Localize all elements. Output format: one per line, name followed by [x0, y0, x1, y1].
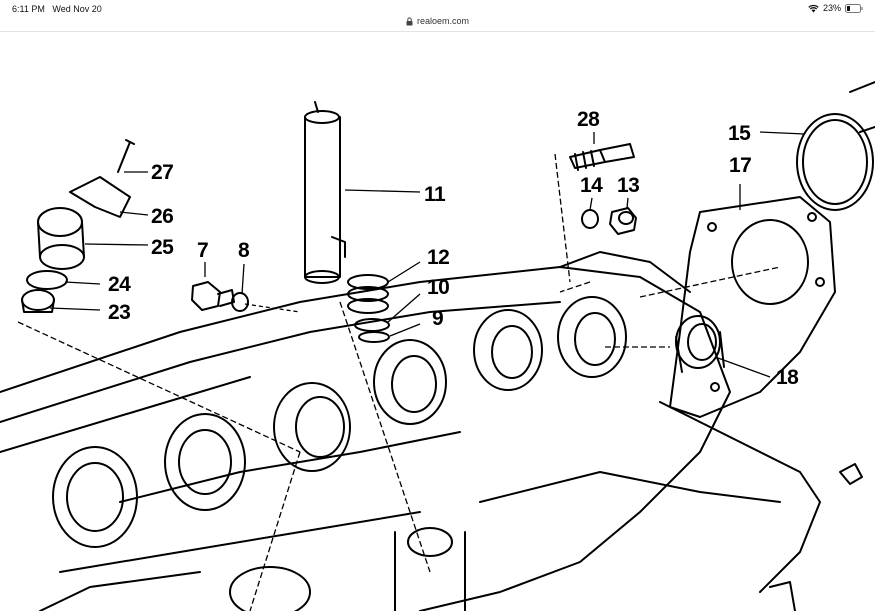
- callout-13[interactable]: 13: [617, 174, 640, 197]
- status-indicators: 23%: [808, 3, 863, 13]
- sensor-assembly: [21, 139, 135, 313]
- callout-27[interactable]: 27: [151, 161, 174, 184]
- stud-28: [569, 143, 635, 171]
- clock-time: 6:11 PM: [12, 4, 45, 14]
- washer-9: [358, 331, 390, 343]
- status-bar: 6:11 PM Wed Nov 20 23%: [0, 0, 875, 17]
- cylinder-head-drawing: [0, 81, 875, 611]
- valve-seat-1: [52, 446, 138, 548]
- seal-18: [675, 315, 725, 373]
- washer-8: [231, 292, 249, 312]
- valve-seat-5: [473, 309, 543, 391]
- washer-10: [354, 318, 390, 332]
- callout-26[interactable]: 26: [151, 205, 174, 228]
- toolbar-divider: [0, 31, 875, 32]
- bolt-7: [191, 281, 235, 311]
- nut-13: [609, 207, 637, 235]
- valve-seat-3: [273, 382, 351, 472]
- cylinder-head-outline: [0, 266, 731, 611]
- callout-14[interactable]: 14: [580, 174, 603, 197]
- valve-seat-4: [373, 339, 447, 425]
- parts-diagram: 27 26 25 24 23 7 8 11 12 10 9 28 14 13 1…: [0, 32, 875, 611]
- battery-icon: [845, 3, 863, 13]
- gasket-17-outline: [669, 196, 836, 418]
- callout-7[interactable]: 7: [197, 239, 209, 262]
- lock-icon: [406, 16, 413, 25]
- callout-9[interactable]: 9: [432, 307, 444, 330]
- callout-11[interactable]: 11: [424, 183, 446, 206]
- callout-17[interactable]: 17: [729, 154, 752, 177]
- valve-seat-6: [557, 296, 627, 378]
- status-time: 6:11 PM Wed Nov 20: [12, 4, 102, 14]
- callout-15[interactable]: 15: [728, 122, 751, 145]
- wifi-icon: [808, 4, 819, 12]
- clock-date: Wed Nov 20: [52, 4, 102, 14]
- leader-lines: [17, 131, 806, 611]
- callout-10[interactable]: 10: [427, 276, 450, 299]
- valve-seat-2: [164, 413, 246, 511]
- callout-25[interactable]: 25: [151, 236, 174, 259]
- callout-12[interactable]: 12: [427, 246, 450, 269]
- url-text[interactable]: realoem.com: [416, 16, 470, 26]
- washer-14: [581, 209, 599, 229]
- callout-18[interactable]: 18: [776, 366, 799, 389]
- address-bar[interactable]: realoem.com: [0, 13, 875, 29]
- callout-24[interactable]: 24: [108, 273, 131, 296]
- o-ring-15: [796, 113, 874, 211]
- spring-12: [347, 274, 389, 314]
- valve-guide-11: [304, 101, 346, 284]
- callout-28[interactable]: 28: [577, 108, 600, 131]
- callout-8[interactable]: 8: [238, 239, 250, 262]
- callout-23[interactable]: 23: [108, 301, 131, 324]
- battery-percent: 23%: [822, 3, 841, 13]
